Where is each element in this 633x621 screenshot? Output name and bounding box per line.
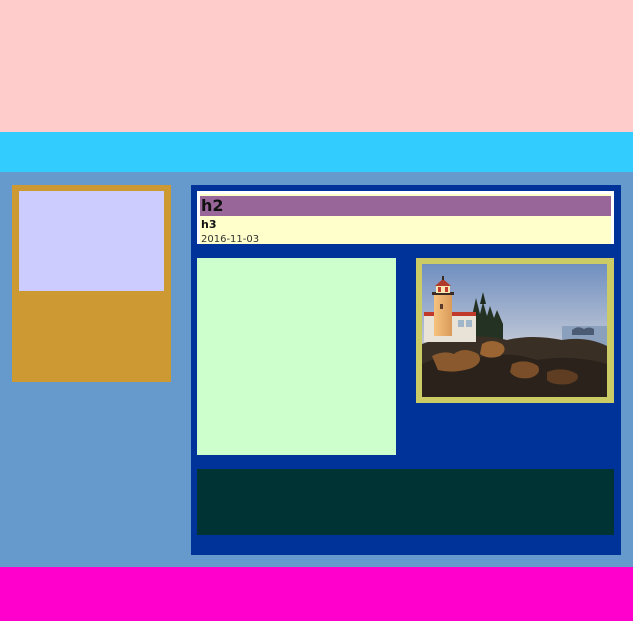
article-heading: h2: [200, 196, 611, 216]
sidebar: [12, 185, 171, 382]
main-panel: h2 h3 2016-11-03: [191, 185, 621, 555]
article-header: h2 h3 2016-11-03: [197, 191, 614, 245]
content-box: [197, 258, 396, 455]
page-footer: [0, 567, 633, 621]
top-banner: [0, 0, 633, 132]
article-subheading: h3: [201, 218, 217, 231]
sidebar-box: [19, 191, 164, 291]
navigation-bar: [0, 132, 633, 172]
inner-footer: [197, 469, 614, 535]
lighthouse-photo: [422, 264, 607, 397]
image-frame: [416, 258, 614, 403]
article-date: 2016-11-03: [201, 234, 260, 245]
